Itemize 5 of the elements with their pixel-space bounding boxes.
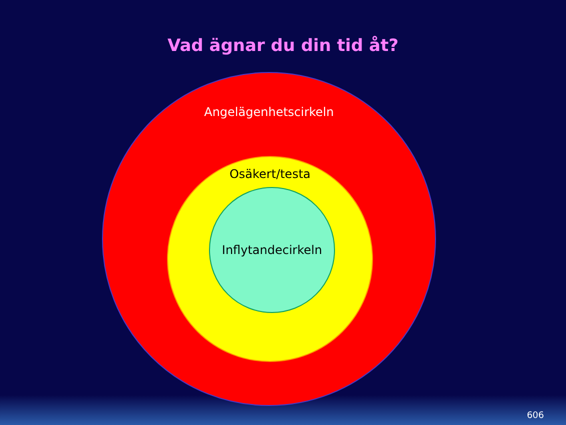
- circle-label: Inflytandecirkeln: [220, 243, 324, 257]
- page-number: 606: [526, 411, 544, 421]
- title: Vad ägnar du din tid åt?: [166, 36, 400, 56]
- circle-label: Osäkert/testa: [228, 167, 312, 181]
- circle-label: Angelägenhetscirkeln: [203, 105, 335, 119]
